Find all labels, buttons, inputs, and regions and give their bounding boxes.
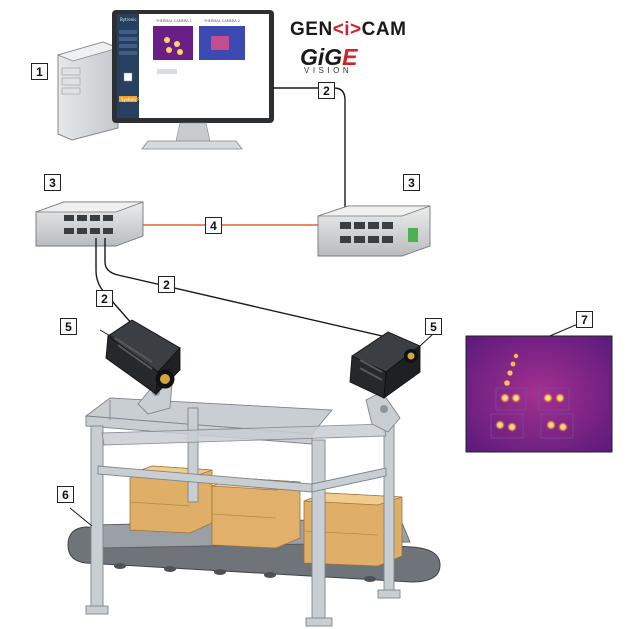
callout-1: 1	[31, 63, 48, 80]
thermal-camera-left	[105, 319, 181, 396]
cable-switch-camera-right	[104, 238, 383, 337]
thermal-camera-right	[349, 331, 421, 399]
callout-5a: 5	[60, 318, 77, 335]
callout-2a: 2	[318, 82, 335, 99]
gige-vision-subtitle: VISION	[304, 66, 353, 75]
callout-3b: 3	[403, 174, 420, 191]
thermal-image-inset	[465, 335, 613, 453]
network-switch-left	[35, 201, 144, 247]
callout-2c: 2	[158, 276, 175, 293]
cable-monitor-switch	[273, 87, 346, 228]
callout-4: 4	[205, 217, 222, 234]
callout-5b: 5	[425, 318, 442, 335]
pc-tower	[56, 41, 120, 141]
genicam-logo: GEN<i>CAM	[290, 19, 407, 40]
callout-7: 7	[576, 311, 593, 328]
gige-vision-logo: GiGE	[300, 44, 358, 70]
screen-status: System Ready	[121, 97, 150, 102]
callout-6: 6	[57, 486, 74, 503]
network-switch-right	[317, 205, 431, 257]
cable-switch-camera-left	[95, 238, 134, 326]
screen-tab-right: THERMAL CAMERA 2	[204, 19, 240, 23]
callout-3a: 3	[44, 174, 61, 191]
screen-tab-left: THERMAL CAMERA 1	[156, 19, 192, 23]
screen-brand: Bytronic	[120, 17, 137, 22]
monitor	[112, 10, 274, 150]
callout-2b: 2	[96, 290, 113, 307]
